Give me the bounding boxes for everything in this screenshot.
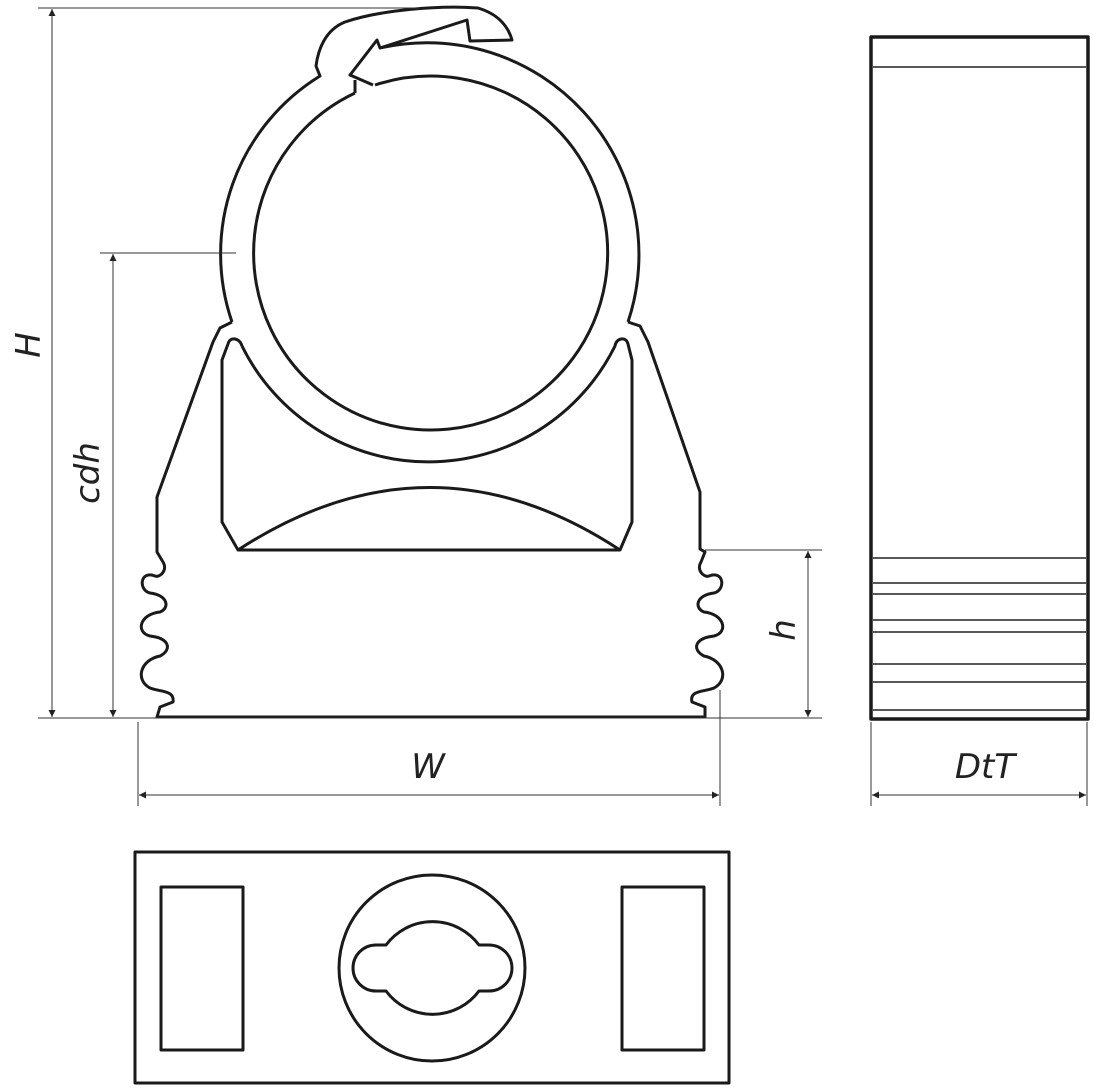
keyhole-opening bbox=[351, 920, 514, 1016]
clip-ring-outer bbox=[219, 5, 641, 323]
clip-saddle bbox=[220, 337, 634, 552]
dimensions: H cdh h W DtT bbox=[9, 7, 1088, 806]
clip-base-outline bbox=[139, 320, 725, 719]
label-W: W bbox=[411, 747, 446, 787]
label-H: H bbox=[9, 332, 49, 358]
clip-saddle-dome bbox=[237, 486, 621, 552]
bottom-view bbox=[133, 850, 731, 1085]
label-cdh: cdh bbox=[68, 442, 108, 504]
label-DtT: DtT bbox=[955, 747, 1018, 787]
clip-inner-circle bbox=[252, 74, 610, 432]
label-h: h bbox=[764, 619, 804, 641]
side-view-ribs bbox=[873, 66, 1086, 711]
front-view bbox=[139, 5, 725, 719]
center-boss bbox=[337, 873, 527, 1063]
mounting-slot-left bbox=[159, 885, 245, 1052]
mounting-slot-right bbox=[620, 885, 706, 1052]
side-view bbox=[869, 35, 1090, 721]
bottom-view-outline bbox=[133, 850, 731, 1085]
side-view-outline bbox=[869, 35, 1090, 721]
